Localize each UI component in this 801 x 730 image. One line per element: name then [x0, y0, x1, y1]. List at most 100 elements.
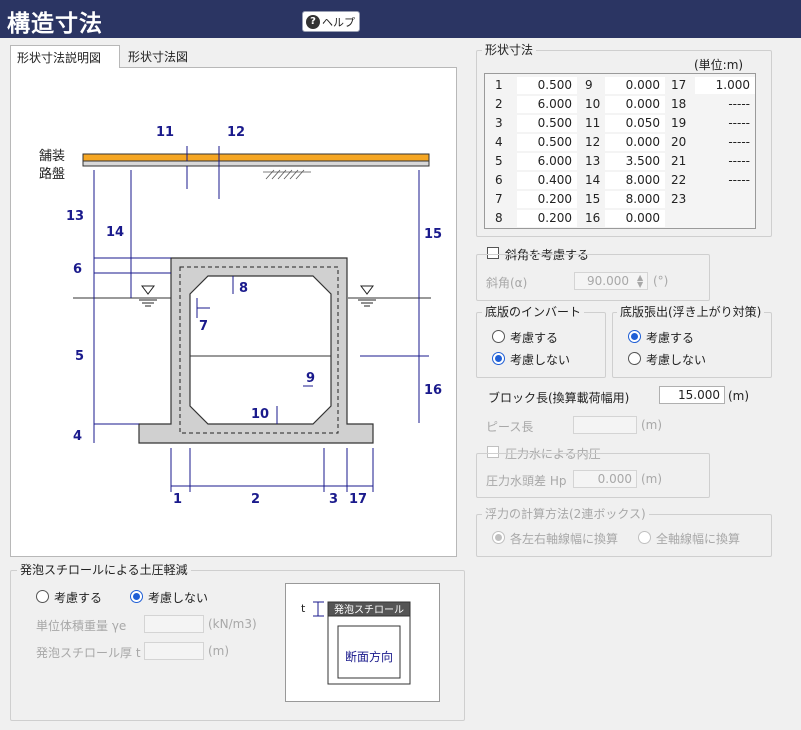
dim-value-field[interactable]: 1.000 — [695, 77, 755, 94]
dim-no: 2 — [495, 97, 503, 111]
dim-9: 9 — [306, 371, 315, 386]
dim-no: 13 — [585, 154, 601, 168]
box-culvert-inner — [189, 275, 332, 425]
dim-value-field[interactable]: 0.200 — [517, 191, 577, 208]
dim-value-field[interactable]: 0.500 — [517, 134, 577, 151]
buoyancy-each-label: 各左右軸線幅に換算 — [510, 532, 619, 546]
dim-value-field[interactable]: 8.000 — [605, 172, 665, 189]
buoyancy-all-radio[interactable] — [638, 531, 651, 544]
styro-thick-input[interactable] — [144, 642, 204, 660]
dim-value-field: ----- — [728, 97, 750, 111]
unit-label: (単位:m) — [694, 58, 744, 72]
styro-thick-unit: (m) — [208, 644, 230, 658]
piece-length-input[interactable] — [573, 416, 637, 434]
styro-fig-t: t — [301, 602, 306, 615]
styro-weight-unit: (kN/m3) — [208, 617, 257, 631]
dim-value-field[interactable]: 0.000 — [605, 96, 665, 113]
skew-checkbox[interactable] — [487, 247, 499, 259]
tab-shape-drawing[interactable]: 形状寸法図 — [128, 50, 189, 64]
invert-no-consider-radio[interactable] — [492, 352, 505, 365]
dim-no: 14 — [585, 173, 601, 187]
dim-no: 18 — [671, 97, 687, 111]
dim-15: 15 — [424, 227, 442, 242]
pressure-head-unit: (m) — [641, 472, 663, 486]
styro-no-consider-radio[interactable] — [130, 590, 143, 603]
help-label: ヘルプ — [322, 15, 355, 29]
styro-no-consider-label: 考慮しない — [148, 591, 209, 605]
skew-angle-input[interactable]: 90.000 — [574, 272, 648, 290]
pavement-layer — [82, 153, 430, 162]
invert-consider-radio[interactable] — [492, 330, 505, 343]
help-button[interactable]: ? ヘルプ — [302, 11, 360, 32]
projection-no-consider-radio[interactable] — [628, 352, 641, 365]
shape-dims-table: 1 0.500 9 0.000 17 1.000 2 6.000 10 0.00… — [484, 73, 756, 229]
dim-value-field[interactable]: 0.000 — [605, 77, 665, 94]
projection-no-consider-label: 考慮しない — [646, 353, 707, 367]
styro-weight-input[interactable] — [144, 615, 204, 633]
dim-no: 22 — [671, 173, 687, 187]
dim-12: 12 — [227, 125, 245, 140]
base-course-layer — [82, 160, 430, 167]
styro-figure: 発泡スチロール 断面方向 t — [285, 583, 440, 702]
dim-value-field: ----- — [728, 135, 750, 149]
dim-no: 10 — [585, 97, 601, 111]
dim-value-field[interactable]: 6.000 — [517, 153, 577, 170]
dim-value-field[interactable]: 6.000 — [517, 96, 577, 113]
block-length-input[interactable]: 15.000 — [659, 386, 725, 404]
dim-no: 16 — [585, 211, 601, 225]
buoyancy-all-label: 全軸線幅に換算 — [656, 532, 741, 546]
dim-8: 8 — [239, 281, 248, 296]
dim-5: 5 — [75, 349, 84, 364]
dim-no: 21 — [671, 154, 687, 168]
dim-no: 23 — [671, 192, 687, 206]
styro-weight-label: 単位体積重量 γe — [36, 619, 127, 633]
dim-4: 4 — [73, 429, 82, 444]
dim-value-field[interactable]: 0.500 — [517, 115, 577, 132]
invert-no-consider-label: 考慮しない — [510, 353, 571, 367]
dim-16: 16 — [424, 383, 442, 398]
invert-consider-label: 考慮する — [510, 331, 559, 345]
styro-fig-header: 発泡スチロール — [334, 603, 404, 616]
dim-no: 11 — [585, 116, 601, 130]
structure-diagram: 舗装 路盤 — [39, 125, 442, 507]
styro-consider-radio[interactable] — [36, 590, 49, 603]
question-circle-icon: ? — [306, 14, 320, 29]
dim-value-field[interactable]: 0.400 — [517, 172, 577, 189]
invert-legend: 底版のインバート — [482, 305, 585, 319]
pressure-checkbox[interactable] — [487, 446, 499, 458]
dim-no: 9 — [585, 78, 593, 92]
dim-value-field[interactable]: 8.000 — [605, 191, 665, 208]
dim-no: 19 — [671, 116, 687, 130]
pressure-head-input[interactable]: 0.000 — [573, 470, 637, 488]
dim-no: 15 — [585, 192, 601, 206]
projection-consider-radio[interactable] — [628, 330, 641, 343]
dim-1: 1 — [173, 492, 182, 507]
buoyancy-each-radio[interactable] — [492, 531, 505, 544]
dim-value-field[interactable]: 0.050 — [605, 115, 665, 132]
pressure-head-label: 圧力水頭差 Hp — [486, 474, 567, 488]
dim-value-field[interactable]: 0.000 — [605, 210, 665, 227]
dim-3: 3 — [329, 492, 338, 507]
dim-value-field[interactable]: 3.500 — [605, 153, 665, 170]
dim-value-field[interactable]: 0.000 — [605, 134, 665, 151]
dim-value-field[interactable]: 0.500 — [517, 77, 577, 94]
dim-value-field[interactable]: 0.200 — [517, 210, 577, 227]
skew-angle-spinner[interactable]: ▲▼ — [637, 273, 644, 289]
piece-length-label: ピース長 — [486, 420, 534, 434]
styro-consider-label: 考慮する — [54, 591, 103, 605]
dim-no: 7 — [495, 192, 503, 206]
dim-no: 6 — [495, 173, 503, 187]
shape-dims-legend: 形状寸法 — [482, 43, 537, 57]
dim-no: 20 — [671, 135, 687, 149]
base-course-label: 路盤 — [39, 166, 65, 182]
tab-shape-explanation[interactable]: 形状寸法説明図 — [10, 45, 120, 68]
dim-value-field: ----- — [728, 116, 750, 130]
dim-7: 7 — [199, 319, 208, 334]
diagram-panel: 舗装 路盤 — [10, 67, 457, 557]
pressure-checkbox-label: 圧力水による内圧 — [505, 447, 601, 461]
title-bar: 構造寸法 ? ヘルプ — [0, 0, 801, 38]
dim-13: 13 — [66, 209, 84, 224]
block-length-unit: (m) — [728, 389, 750, 403]
page-title: 構造寸法 — [7, 11, 103, 37]
pavement-label: 舗装 — [39, 149, 65, 164]
